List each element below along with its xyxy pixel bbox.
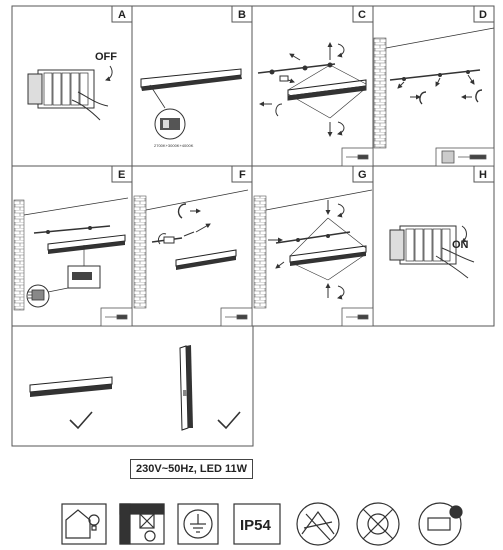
panel-letter-text: G [358, 169, 367, 181]
screwdriver-icon [341, 307, 374, 327]
screwdriver-icon [435, 147, 495, 167]
ip54-label: IP54 [240, 517, 272, 534]
cct-selector-switch-icon [160, 118, 180, 130]
screwdriver-icon [220, 307, 253, 327]
brick-wall [13, 199, 25, 311]
panel-h-breaker-on: ON [389, 225, 475, 279]
symbols-row: IP54 [61, 502, 463, 546]
indoor-use-icon [61, 503, 107, 545]
panel-letter-c: C [352, 5, 374, 23]
spec-label: 230V~50Hz, LED 11W [130, 459, 253, 479]
panel-letter-e: E [111, 165, 133, 183]
panel-letter-h: H [473, 165, 495, 183]
panel-letter-b: B [231, 5, 253, 23]
checkmark-icon [69, 411, 93, 430]
tool-boxes [100, 147, 495, 327]
panel-letter-text: H [479, 169, 487, 181]
panel-f-attach [133, 189, 249, 309]
screwdriver-icon [341, 147, 374, 167]
panel-g-secure [253, 189, 373, 309]
earth-ground-icon [177, 503, 219, 545]
panel-c-clips [257, 42, 367, 137]
panel-b-fixture: 2700K+3000K+4000K [140, 68, 242, 148]
breaker-switches [405, 228, 451, 262]
ip54-icon: IP54 [233, 503, 281, 545]
panel-a-breaker-off: OFF [27, 51, 117, 121]
off-label: OFF [95, 51, 117, 63]
screwdriver-icon [100, 307, 133, 327]
no-led-disposal-icon [356, 502, 400, 546]
brick-wall [373, 37, 387, 149]
panel-letter-d: D [473, 5, 495, 23]
panel-d-wall-mount [373, 27, 495, 149]
terminal-block-icon [28, 289, 45, 301]
panel-letter-g: G [352, 165, 374, 183]
breaker-switches [43, 72, 89, 106]
on-label: ON [452, 239, 469, 251]
horizontal-fixture [29, 376, 113, 397]
cct-caption: 2700K+3000K+4000K [154, 143, 194, 148]
no-dimmer-icon [296, 502, 340, 546]
mounting-surface-icon [119, 503, 165, 545]
checkmark-icon [217, 411, 241, 430]
panel-letter-text: F [239, 169, 246, 181]
panel-letter-f: F [231, 165, 253, 183]
panel-letter-a: A [111, 5, 133, 23]
driver-icon [418, 502, 463, 546]
panel-letter-text: E [118, 169, 125, 181]
brick-wall [253, 195, 267, 309]
vertical-fixture [179, 345, 193, 431]
panel-letter-text: B [238, 9, 246, 21]
panel-letter-text: C [358, 9, 366, 21]
panel-orientation [29, 345, 241, 431]
panel-e-wiring [13, 197, 129, 311]
panel-letters: A B C D E F G H [111, 5, 495, 183]
panel-letter-text: A [118, 9, 126, 21]
panel-letter-text: D [479, 9, 487, 21]
brick-wall [133, 195, 147, 309]
